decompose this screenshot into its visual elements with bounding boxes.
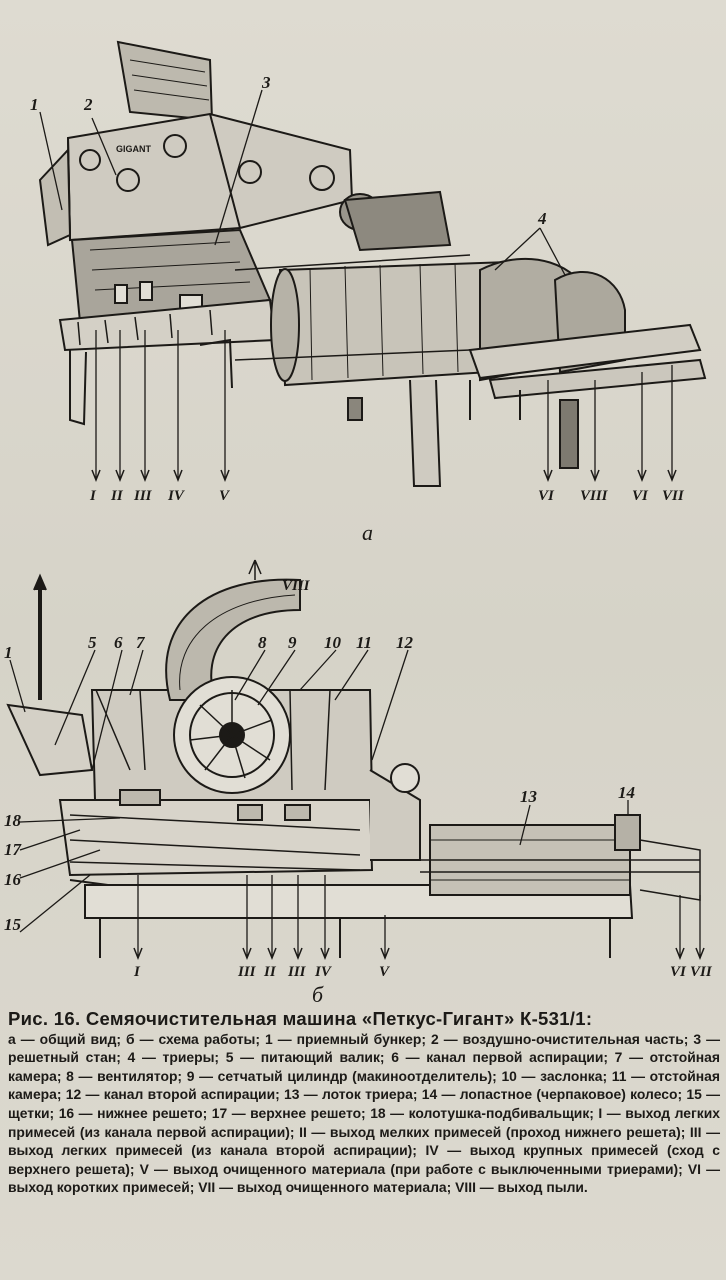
subfigure-label-b: б xyxy=(312,982,324,1007)
outlet-VIII-b: VIII xyxy=(282,578,311,594)
outlet-II-a: II xyxy=(110,488,124,504)
label-6: 6 xyxy=(114,633,123,652)
label-2-a: 2 xyxy=(83,95,93,114)
label-14: 14 xyxy=(618,783,635,802)
label-12: 12 xyxy=(396,633,414,652)
caption-title: Рис. 16. Семяочистительная машина «Петку… xyxy=(8,1008,593,1029)
outlet-V-b: V xyxy=(379,964,391,980)
figure-a-labels xyxy=(39,89,677,483)
outlet-I-b: I xyxy=(133,964,141,980)
brand-plate-text: GIGANT xyxy=(116,144,152,154)
label-17: 17 xyxy=(4,840,23,859)
figure-a-general-view xyxy=(38,40,707,487)
label-13: 13 xyxy=(520,787,538,806)
technical-drawing: GIGANT 1 2 3 4 I II III IV V VI VIII VI … xyxy=(4,40,713,1007)
outlet-IV-a: IV xyxy=(167,488,186,504)
outlet-VI-a: VI xyxy=(538,488,555,504)
label-10: 10 xyxy=(324,633,342,652)
subfigure-label-a: а xyxy=(362,520,373,545)
label-7: 7 xyxy=(136,633,146,652)
outlet-II-b: II xyxy=(263,964,277,980)
label-9: 9 xyxy=(288,633,297,652)
figure-caption: Рис. 16. Семяочистительная машина «Петку… xyxy=(8,1008,720,1198)
label-3-a: 3 xyxy=(261,73,271,92)
label-18: 18 xyxy=(4,811,22,830)
label-15: 15 xyxy=(4,915,22,934)
outlet-IV-b: IV xyxy=(314,964,333,980)
figure-b-working-scheme xyxy=(6,559,701,958)
outlet-VI-b: VI xyxy=(670,964,687,980)
outlet-VII-b: VII xyxy=(690,964,713,980)
label-4-a: 4 xyxy=(537,209,547,228)
outlet-III-a: III xyxy=(133,488,153,504)
label-11: 11 xyxy=(356,633,372,652)
outlet-VII-a: VII xyxy=(662,488,685,504)
label-8: 8 xyxy=(258,633,267,652)
caption-legend: а — общий вид; б — схема работы; 1 — при… xyxy=(8,1030,720,1196)
outlet-I-a: I xyxy=(89,488,97,504)
outlet-III-b-2: III xyxy=(287,964,307,980)
label-5: 5 xyxy=(88,633,97,652)
outlet-VIII-a: VIII xyxy=(580,488,609,504)
label-1-a: 1 xyxy=(30,95,39,114)
label-16: 16 xyxy=(4,870,22,889)
outlet-V-a: V xyxy=(219,488,231,504)
outlet-VI-a-2: VI xyxy=(632,488,649,504)
label-1-b: 1 xyxy=(4,643,13,662)
figure-b-labels xyxy=(9,649,705,961)
outlet-III-b: III xyxy=(237,964,257,980)
